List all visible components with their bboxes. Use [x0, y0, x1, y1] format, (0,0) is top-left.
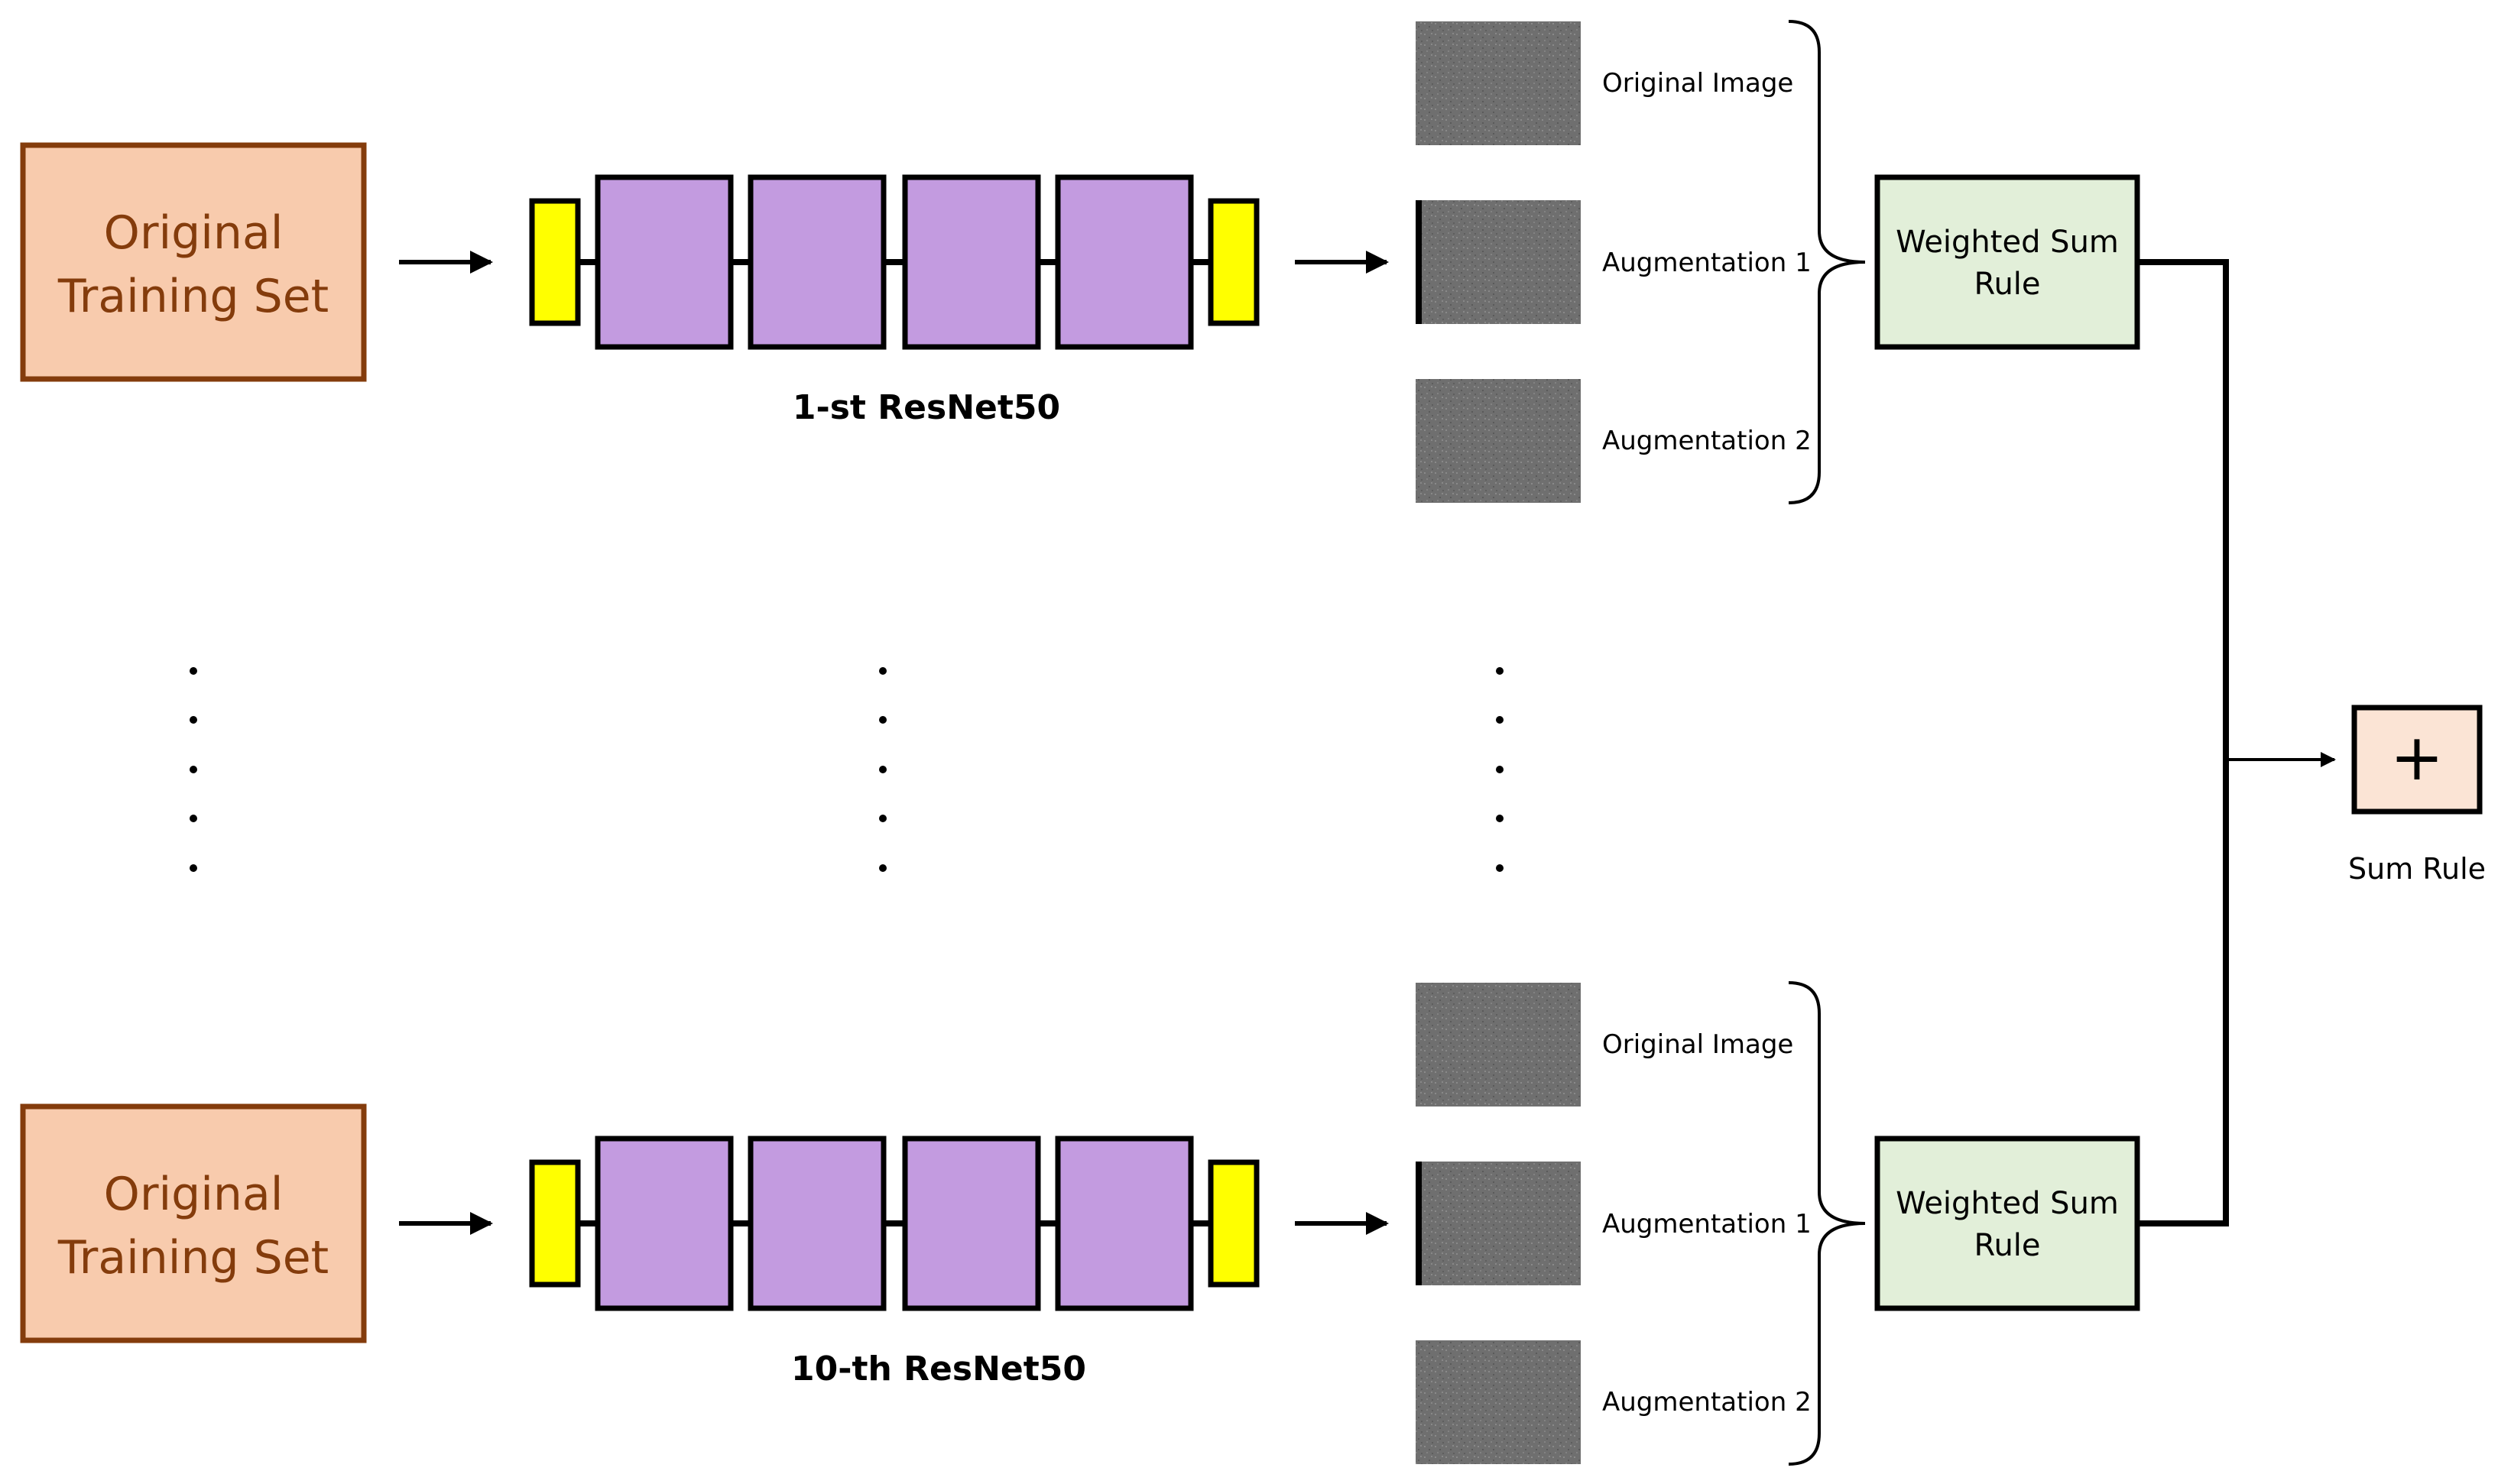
image-label: Original Image — [1602, 68, 1793, 99]
resnet-block — [1055, 174, 1194, 350]
resnet-input-layer — [529, 1159, 581, 1288]
resnet-output-layer — [1208, 198, 1260, 326]
resnet-block — [902, 1136, 1041, 1311]
weighted-sum-rule-box: Weighted Sum Rule — [1874, 174, 2140, 350]
resnet-model: 10-th ResNet50 — [529, 1136, 1260, 1388]
training-set-line2: Training Set — [57, 1231, 329, 1285]
image-label: Original Image — [1602, 1029, 1793, 1060]
image-label: Augmentation 2 — [1602, 1387, 1812, 1418]
curly-brace-icon — [1788, 20, 1866, 504]
image-label: Augmentation 1 — [1602, 1209, 1812, 1239]
weighted-sum-rule-box: Weighted Sum Rule — [1874, 1136, 2140, 1311]
weighted-sum-line1: Weighted Sum — [1896, 1186, 2119, 1221]
pipeline-1: Original Training Set 1-st ResNet50 Orig… — [20, 20, 2140, 504]
resnet-block — [595, 174, 734, 350]
plus-icon: + — [2390, 720, 2444, 795]
spectrogram-image — [1416, 1340, 1581, 1464]
resnet-block — [748, 174, 887, 350]
training-set-box: Original Training Set — [20, 142, 367, 382]
training-set-line1: Original — [104, 1168, 284, 1221]
weighted-sum-line2: Rule — [1974, 1228, 2040, 1263]
spectrogram-image — [1416, 21, 1581, 145]
spectrogram-image — [1416, 379, 1581, 503]
vertical-ellipsis-icon — [1496, 667, 1504, 872]
resnet-model: 1-st ResNet50 — [529, 174, 1260, 427]
training-set-line1: Original — [104, 206, 284, 260]
image-label: Augmentation 2 — [1602, 426, 1812, 456]
resnet-label: 10-th ResNet50 — [791, 1350, 1086, 1388]
spectrogram-image — [1416, 1162, 1581, 1285]
augmented-images: Original Image Augmentation 1 Augmentati… — [1416, 983, 1812, 1464]
sum-rule-box: + Sum Rule — [2348, 705, 2486, 886]
spectrogram-image — [1416, 983, 1581, 1107]
sum-rule-label: Sum Rule — [2348, 852, 2486, 886]
spectrogram-image — [1416, 200, 1581, 324]
pipeline-10: Original Training Set 10-th ResNet50 Ori… — [20, 981, 2140, 1466]
resnet-output-layer — [1208, 1159, 1260, 1288]
curly-brace-icon — [1788, 981, 1866, 1466]
weighted-sum-line2: Rule — [1974, 267, 2040, 302]
training-set-line2: Training Set — [57, 270, 329, 323]
resnet-block — [748, 1136, 887, 1311]
image-label: Augmentation 1 — [1602, 248, 1812, 278]
training-set-box: Original Training Set — [20, 1103, 367, 1343]
vertical-ellipsis-icon — [879, 667, 887, 872]
resnet-label: 1-st ResNet50 — [793, 388, 1060, 427]
resnet-block — [595, 1136, 734, 1311]
sum-connector — [2137, 259, 2336, 1226]
vertical-ellipsis-icon — [190, 667, 197, 872]
resnet-block — [902, 174, 1041, 350]
resnet-input-layer — [529, 198, 581, 326]
weighted-sum-line1: Weighted Sum — [1896, 225, 2119, 260]
augmented-images: Original Image Augmentation 1 Augmentati… — [1416, 21, 1812, 503]
resnet-block — [1055, 1136, 1194, 1311]
